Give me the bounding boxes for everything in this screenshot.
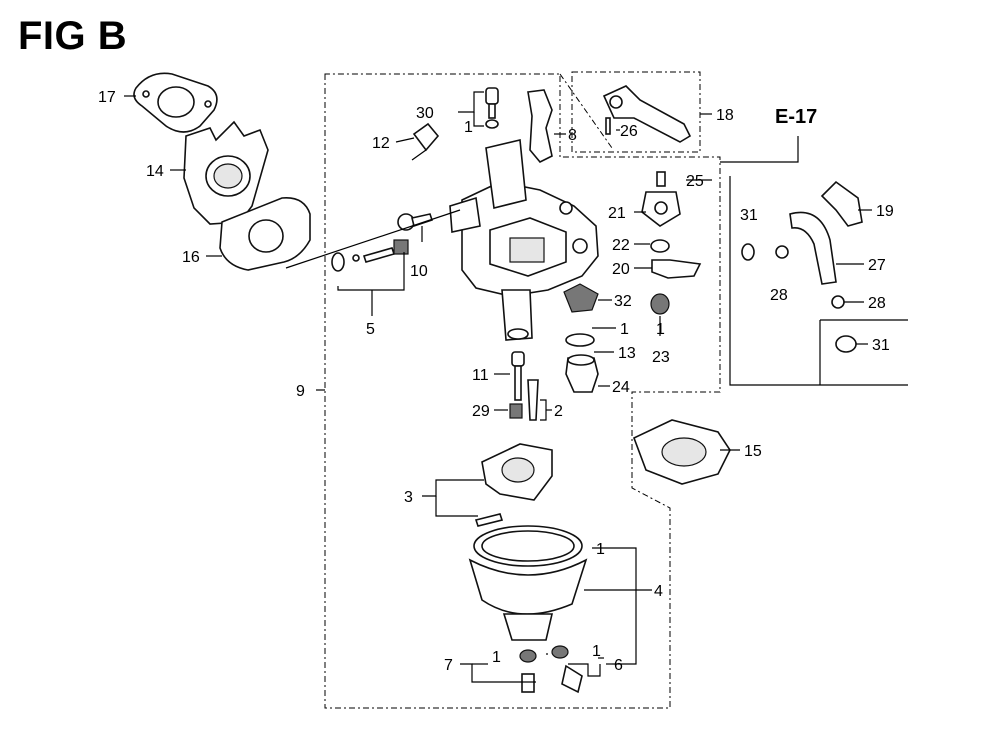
- reference-label: E-17: [775, 106, 818, 128]
- callout-22: 22: [612, 237, 630, 254]
- callout-14: 14: [146, 163, 164, 180]
- callout-24: 24: [612, 379, 630, 396]
- figure-title: FIG B: [18, 14, 128, 58]
- callout-8: 8: [568, 127, 577, 144]
- callout-5: 5: [366, 321, 375, 338]
- callout-16: 16: [182, 249, 200, 266]
- callout-9: 9: [296, 383, 305, 400]
- jet-parts: [563, 283, 599, 393]
- callout-2: 2: [554, 403, 563, 420]
- callout-31: 31: [872, 337, 890, 354]
- callout-19: 19: [876, 203, 894, 220]
- callout-17: 17: [98, 89, 116, 106]
- callout-21: 21: [608, 205, 626, 222]
- pilot-screw-5: [331, 239, 409, 272]
- lever-18: [602, 85, 692, 143]
- callout-11: 11: [472, 367, 489, 384]
- callout-15: 15: [744, 443, 762, 460]
- callout-26: 26: [620, 123, 638, 140]
- callouts: 17 14 16 30 1 12 8 18 26 10 5 9 25 21 22…: [98, 89, 894, 674]
- screw-10: [397, 213, 434, 231]
- callout-31: 31: [740, 207, 758, 224]
- gasket-17: [133, 72, 218, 133]
- insulator-14: [183, 120, 269, 225]
- callout-1: 1: [492, 649, 501, 666]
- callout-3: 3: [404, 489, 413, 506]
- callout-18: 18: [716, 107, 734, 124]
- carburetor-body: [449, 139, 599, 341]
- callout-28: 28: [868, 295, 886, 312]
- screw-30: [485, 87, 499, 129]
- gasket-15: [632, 419, 731, 485]
- callout-7: 7: [444, 657, 453, 674]
- callout-1: 1: [656, 321, 665, 338]
- assembly-frame: [324, 71, 908, 709]
- callout-12: 12: [372, 135, 390, 152]
- float-3: [474, 443, 553, 527]
- float-bowl-4: [468, 525, 588, 641]
- needle-parts: [509, 351, 539, 421]
- callout-23: 23: [652, 349, 670, 366]
- lever-8: [527, 89, 553, 163]
- callout-20: 20: [612, 261, 630, 278]
- callout-25: 25: [686, 173, 704, 190]
- leader-lines: [124, 91, 872, 683]
- callout-29: 29: [472, 403, 490, 420]
- float-valve-parts: [641, 171, 702, 315]
- drain-screws: [519, 645, 583, 694]
- callout-28: 28: [770, 287, 788, 304]
- callout-1: 1: [596, 541, 605, 558]
- callout-32: 32: [614, 293, 632, 310]
- hose-kit: [741, 180, 863, 353]
- callout-30: 30: [416, 105, 434, 122]
- callout-6: 6: [614, 657, 623, 674]
- gasket-16: [219, 197, 311, 271]
- callout-1: 1: [464, 119, 473, 136]
- callout-1: 1: [592, 643, 601, 660]
- callout-10: 10: [410, 263, 428, 280]
- clip-12: [411, 122, 440, 161]
- callout-1: 1: [620, 321, 629, 338]
- callout-4: 4: [654, 583, 663, 600]
- callout-13: 13: [618, 345, 636, 362]
- callout-27: 27: [868, 257, 886, 274]
